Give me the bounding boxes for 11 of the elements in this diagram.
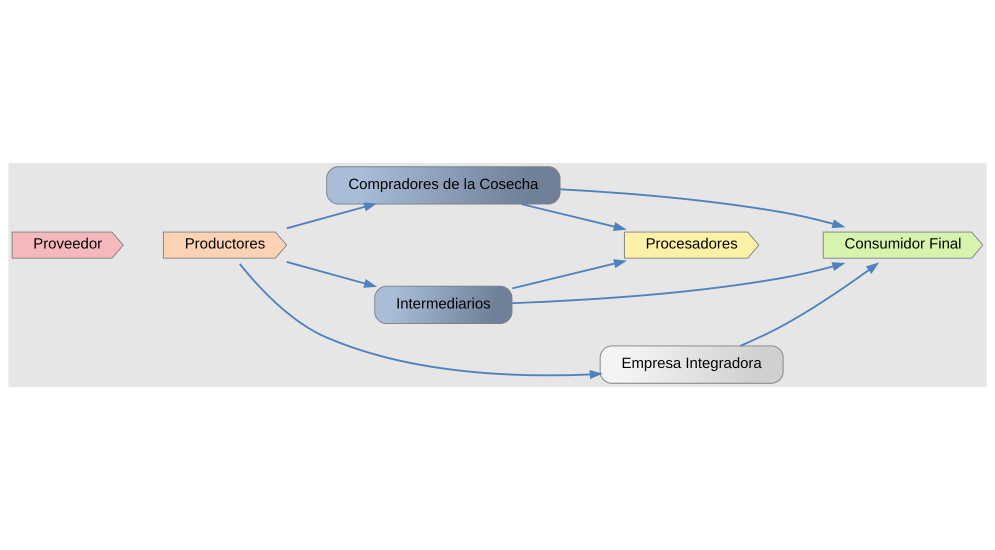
arrow	[239, 263, 603, 379]
arrow	[560, 188, 846, 228]
arrow	[521, 203, 627, 232]
arrow	[740, 262, 880, 347]
arrow	[512, 259, 627, 290]
node-box: Compradores de la Cosecha	[326, 166, 560, 205]
node-box: Empresa Integradora	[600, 345, 784, 384]
arrow	[286, 202, 378, 230]
arrow	[286, 261, 378, 288]
arrow	[512, 262, 846, 304]
node-box: Intermediarios	[374, 286, 512, 324]
